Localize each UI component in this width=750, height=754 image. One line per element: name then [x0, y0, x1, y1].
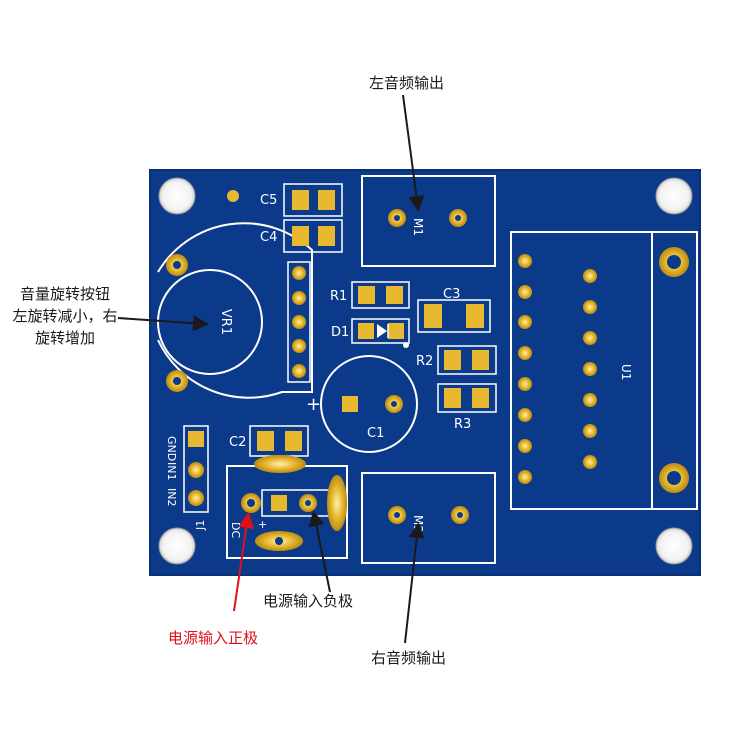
j1-pin-in2-label: IN2	[165, 488, 178, 506]
volume-knob-line-1: 音量旋转按钮	[19, 285, 110, 303]
power-negative-label: 电源输入负极	[263, 592, 354, 610]
j1-label: J1	[194, 520, 207, 531]
arrow-left-audio	[402, 94, 425, 212]
mounting-hole-bottom-left	[158, 527, 196, 565]
dc-plus-sign: +	[258, 518, 267, 531]
u1-ic: U1	[510, 231, 698, 510]
r3-resistor: R3	[437, 383, 497, 432]
r2-resistor: R2	[416, 345, 497, 375]
fiducial-pad	[227, 190, 239, 202]
right-audio-out-label: 右音频输出	[371, 649, 447, 667]
arrow-volume-knob	[117, 315, 209, 332]
c2-label: C2	[229, 435, 246, 450]
c4-label: C4	[260, 230, 277, 245]
arrow-right-audio	[404, 522, 425, 644]
r1-resistor: R1	[330, 281, 410, 309]
r3-label: R3	[454, 417, 471, 432]
mounting-hole-top-right	[655, 177, 693, 215]
u1-pins-right	[583, 269, 597, 469]
m1-label: M1	[411, 218, 425, 236]
d1-diode: D1	[331, 318, 410, 348]
c4-capacitor: C4	[260, 219, 343, 253]
volume-knob-line-3: 旋转增加	[34, 329, 95, 347]
c2-capacitor: C2	[229, 425, 309, 457]
r1-label: R1	[330, 289, 347, 304]
arrow-power-positive	[233, 512, 255, 612]
c5-capacitor: C5	[260, 183, 343, 217]
vr1-potentiometer: VR1	[157, 222, 313, 399]
c3-label: C3	[443, 287, 460, 302]
vr1-label: VR1	[218, 309, 233, 335]
r2-label: R2	[416, 354, 433, 369]
mounting-hole-bottom-right	[655, 527, 693, 565]
volume-knob-line-2: 左旋转减小，右	[12, 307, 118, 325]
j1-header: GND IN1 IN2 J1	[165, 425, 209, 531]
pcb-board	[149, 169, 701, 576]
d1-label: D1	[331, 325, 349, 340]
c3-capacitor: C3	[417, 287, 491, 333]
arrow-power-negative	[308, 510, 331, 593]
c1-label: C1	[367, 426, 384, 441]
u1-pins-left	[518, 254, 532, 484]
power-positive-label: 电源输入正极	[168, 629, 259, 647]
left-audio-out-label: 左音频输出	[369, 74, 445, 92]
c1-plus-sign: +	[306, 394, 321, 415]
dc-label: DC	[229, 522, 242, 538]
volume-knob-label: 音量旋转按钮 左旋转减小，右 旋转增加	[10, 283, 120, 349]
u1-label: U1	[619, 364, 633, 380]
m1-connector: M1	[361, 175, 496, 267]
j1-pin-gnd-label: GND	[165, 436, 178, 461]
mounting-hole-top-left	[158, 177, 196, 215]
dc-jack: DC +	[226, 455, 348, 559]
m2-connector: M2	[361, 472, 496, 564]
c1-capacitor: + C1	[306, 355, 418, 453]
c5-label: C5	[260, 193, 277, 208]
j1-pin-in1-label: IN1	[165, 462, 178, 480]
